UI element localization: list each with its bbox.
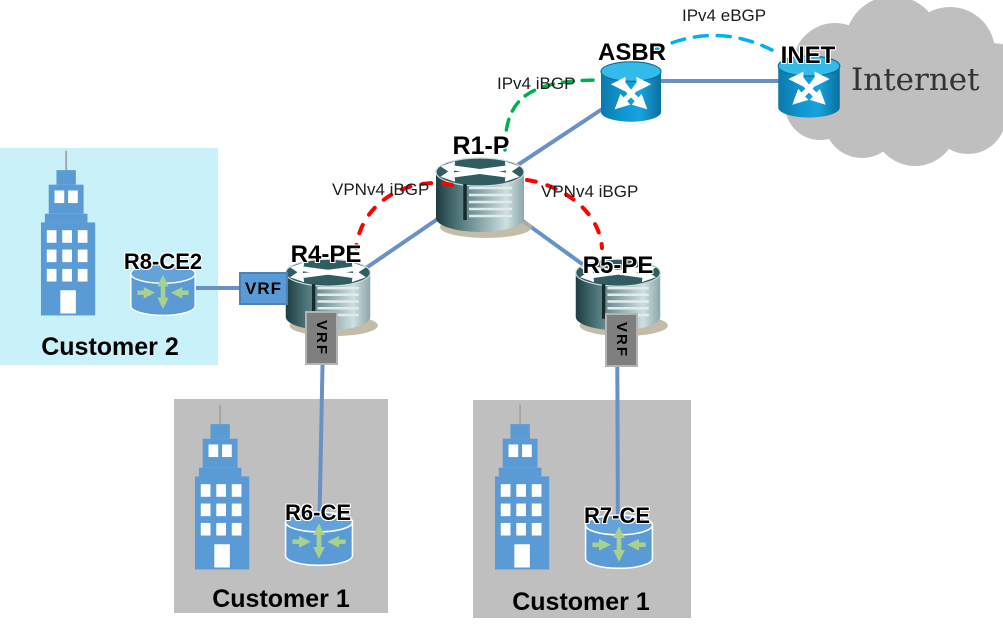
- session-ipv4-ebgp-line: [649, 33, 774, 54]
- internet-cloud-label: Internet: [851, 62, 980, 98]
- customer1-left-label: Customer 1: [212, 585, 350, 613]
- vpnv4-ibgp-right-label: VPNv4 iBGP: [541, 182, 639, 201]
- vrf-chip-r5-access: VRF: [605, 313, 638, 367]
- vrf-chip-ce2-link: VRF: [239, 272, 288, 305]
- r7-ce-label: R7-CE: [583, 503, 651, 528]
- vrf-chip-r5-label: VRF: [613, 322, 630, 358]
- customer1-right-label: Customer 1: [512, 588, 650, 616]
- customer2-region: [0, 148, 218, 365]
- vrf-chip-r4-access: VRF: [305, 311, 338, 365]
- ipv4-ibgp-label: IPv4 iBGP: [497, 74, 576, 93]
- r5-pe-label: R5-PE: [582, 252, 654, 279]
- r4-pe-label: R4-PE: [290, 241, 362, 268]
- customer2-label: Customer 2: [41, 333, 179, 361]
- r1-p-label: R1-P: [452, 132, 510, 160]
- r1-p-router-icon: [436, 158, 532, 238]
- asbr-label: ASBR: [597, 39, 667, 66]
- vpnv4-ibgp-left-label: VPNv4 iBGP: [332, 180, 430, 199]
- r8-ce2-label: R8-CE2: [123, 249, 203, 274]
- r6-ce-label: R6-CE: [284, 500, 352, 525]
- vrf-chip-ce2-label: VRF: [245, 278, 282, 298]
- session-vpnv4-ibgp-right-line: [525, 178, 604, 250]
- inet-label: INET: [780, 42, 836, 69]
- customer1-left-building-icon: [194, 404, 251, 571]
- session-vpnv4-ibgp-left-line: [354, 181, 454, 250]
- ipv4-ebgp-label: IPv4 eBGP: [682, 6, 767, 25]
- asbr-atm-switch-icon: [601, 62, 661, 122]
- customer2-building-icon: [40, 150, 97, 317]
- customer1-right-building-icon: [494, 404, 551, 571]
- vrf-chip-r4-label: VRF: [313, 320, 330, 356]
